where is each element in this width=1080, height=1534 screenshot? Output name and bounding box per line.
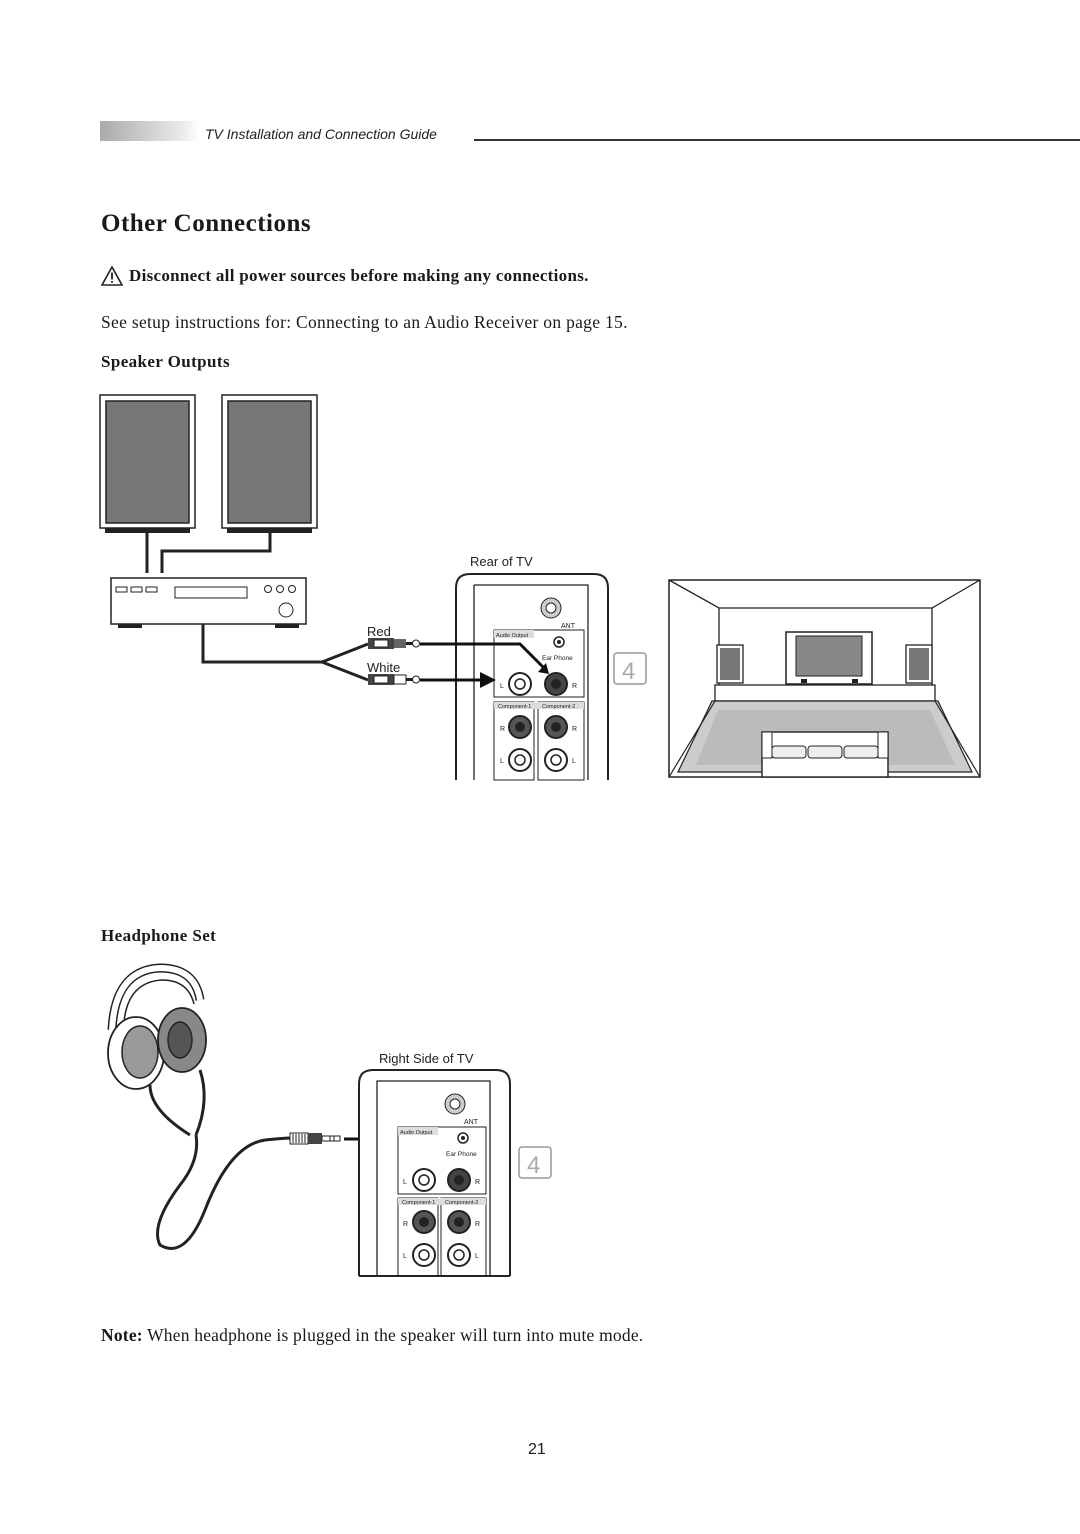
speaker-connection-diagram: Red White Rear of TV ANT Audio Output Ea… — [99, 394, 981, 781]
rear-of-tv-label: Rear of TV — [470, 554, 533, 569]
step-box — [613, 652, 647, 685]
svg-text:R: R — [403, 1221, 408, 1228]
white-rca-plug-icon — [368, 674, 420, 685]
page-title: Other Connections — [101, 210, 312, 237]
right-side-of-tv-label: Right Side of TV — [379, 1051, 474, 1066]
guide-title: TV Installation and Connection Guide — [205, 126, 437, 142]
warning-icon — [101, 266, 123, 286]
audio-receiver-icon — [110, 577, 307, 628]
svg-text:R: R — [572, 726, 577, 733]
svg-text:ANT: ANT — [464, 1119, 479, 1126]
svg-text:L: L — [500, 683, 504, 690]
page-number: 21 — [528, 1441, 546, 1458]
svg-text:R: R — [475, 1179, 480, 1186]
tv-side-panel: ANT Audio Output Ear Phone L R Component… — [358, 1069, 511, 1277]
note-label: Note: — [101, 1325, 143, 1345]
headphone-set-heading: Headphone Set — [101, 926, 217, 945]
white-label: White — [367, 660, 400, 675]
svg-text:Component-2: Component-2 — [445, 1200, 478, 1206]
tv-rear-panel: ANT Audio Output Ear Phone L R Component… — [455, 573, 609, 781]
warning-text: Disconnect all power sources before maki… — [129, 266, 589, 285]
svg-text:Audio Output: Audio Output — [400, 1130, 433, 1136]
svg-text:Component-2: Component-2 — [542, 704, 575, 710]
svg-text:R: R — [500, 726, 505, 733]
svg-text:L: L — [572, 758, 576, 765]
svg-text:Component-1: Component-1 — [498, 704, 531, 710]
setup-instructions: See setup instructions for: Connecting t… — [101, 312, 628, 332]
ear-phone-label: Ear Phone — [542, 655, 573, 662]
header-gradient-bar — [100, 121, 200, 141]
step-number: 4 — [622, 658, 635, 685]
warning-line: Disconnect all power sources before maki… — [101, 266, 589, 286]
svg-text:L: L — [403, 1253, 407, 1260]
svg-text:L: L — [475, 1253, 479, 1260]
speaker-outputs-heading: Speaker Outputs — [101, 352, 230, 371]
step-box — [518, 1146, 552, 1179]
red-rca-plug-icon — [368, 638, 420, 649]
svg-text:R: R — [475, 1221, 480, 1228]
note: Note: When headphone is plugged in the s… — [101, 1325, 643, 1346]
svg-text:Ear Phone: Ear Phone — [446, 1151, 477, 1158]
headphones-icon — [107, 963, 293, 1250]
note-text: When headphone is plugged in the speaker… — [147, 1325, 644, 1345]
right-speaker-icon — [221, 394, 318, 533]
ant-label: ANT — [561, 623, 576, 630]
header-rule — [474, 139, 1080, 141]
room-illustration — [668, 579, 981, 778]
svg-text:L: L — [500, 758, 504, 765]
step-number: 4 — [527, 1152, 540, 1179]
svg-text:R: R — [572, 683, 577, 690]
red-label: Red — [367, 624, 391, 639]
headphone-connection-diagram: Right Side of TV ANT Audio Output Ear Ph… — [107, 963, 552, 1277]
headphone-plug-icon — [289, 1132, 341, 1145]
audio-output-label: Audio Output — [496, 633, 529, 639]
left-speaker-icon — [99, 394, 196, 533]
svg-text:Component-1: Component-1 — [402, 1200, 435, 1206]
svg-text:L: L — [403, 1179, 407, 1186]
